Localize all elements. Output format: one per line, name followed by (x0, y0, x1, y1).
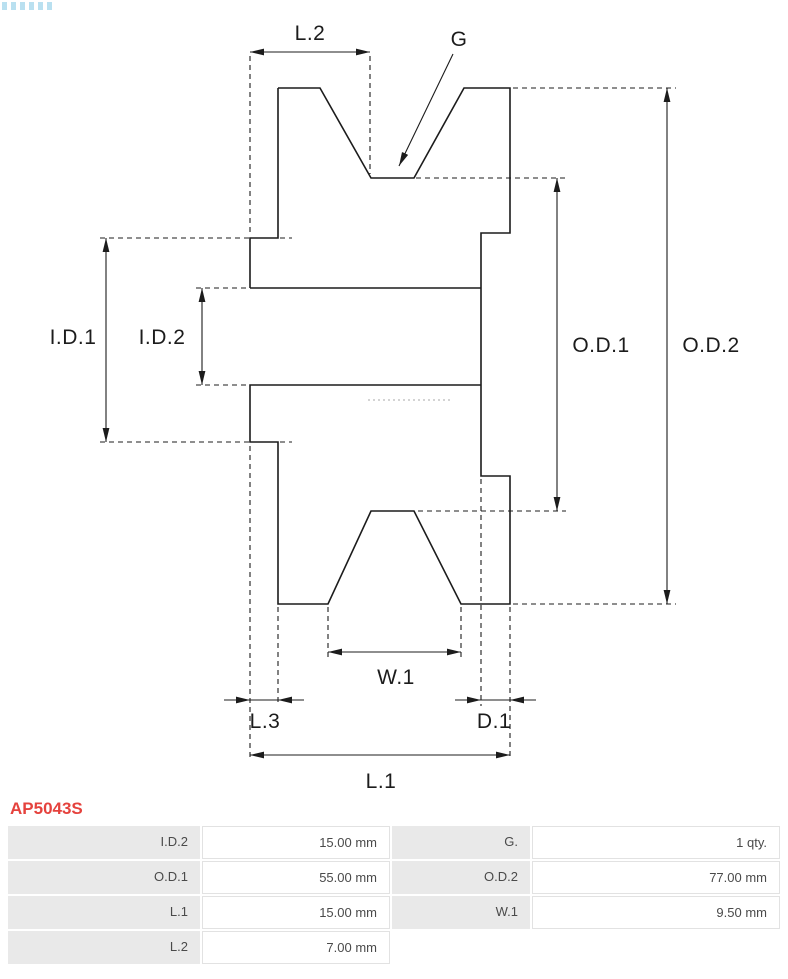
spec-label: I.D.2 (8, 826, 200, 859)
spec-value: 9.50 mm (532, 896, 780, 929)
dimension-labels: L.2 G I.D.1 I.D.2 O.D.1 O.D.2 W.1 L.3 D.… (50, 22, 740, 793)
dim-label-l1: L.1 (366, 770, 397, 793)
spec-value: 7.00 mm (202, 931, 390, 964)
part-number: AP5043S (10, 799, 83, 818)
logo-fragment (2, 0, 52, 10)
spec-label: O.D.2 (392, 861, 530, 894)
spec-label: G. (392, 826, 530, 859)
spec-value: 15.00 mm (202, 896, 390, 929)
spec-value-empty (532, 931, 780, 964)
pulley-outline (249, 87, 511, 605)
dim-label-id1: I.D.1 (50, 326, 97, 349)
dim-label-l3: L.3 (250, 710, 281, 733)
dim-label-od2: O.D.2 (682, 334, 739, 357)
pulley-cross-section-diagram: L.2 G I.D.1 I.D.2 O.D.1 O.D.2 W.1 L.3 D.… (50, 22, 740, 793)
extension-lines (100, 56, 676, 760)
dim-label-l2: L.2 (295, 22, 326, 45)
dim-label-d1: D.1 (477, 710, 511, 733)
spec-label: L.1 (8, 896, 200, 929)
spec-value: 15.00 mm (202, 826, 390, 859)
spec-label: W.1 (392, 896, 530, 929)
dim-label-od1: O.D.1 (572, 334, 629, 357)
spec-value: 55.00 mm (202, 861, 390, 894)
dim-label-w1: W.1 (377, 666, 415, 689)
spec-label: L.2 (8, 931, 200, 964)
spec-label: O.D.1 (8, 861, 200, 894)
groove-leader-arrow (398, 53, 454, 167)
dim-label-g: G (451, 28, 468, 51)
spec-value: 1 qty. (532, 826, 780, 859)
dimension-lines (102, 48, 671, 759)
dim-label-id2: I.D.2 (139, 326, 186, 349)
spec-label-empty (392, 931, 530, 964)
spec-table: I.D.2 15.00 mm G. 1 qty. O.D.1 55.00 mm … (8, 826, 780, 964)
spec-value: 77.00 mm (532, 861, 780, 894)
